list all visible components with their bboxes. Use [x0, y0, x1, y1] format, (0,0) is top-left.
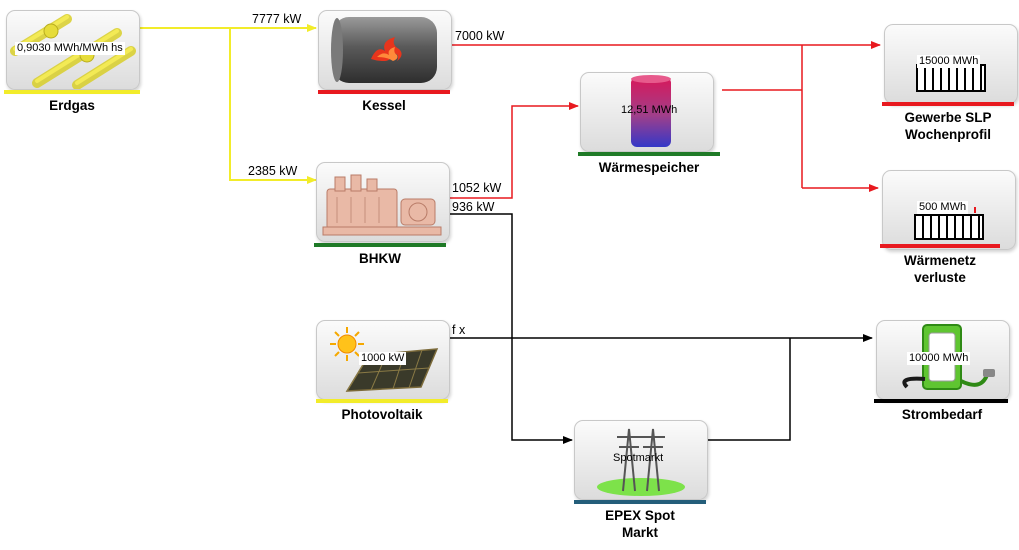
strombedarf-underline [874, 399, 1008, 403]
node-epex[interactable]: Spotmarkt [574, 420, 708, 500]
photovoltaik-label: Photovoltaik [341, 407, 423, 422]
erdgas-value: 0,9030 MWh/MWh hs [15, 42, 125, 55]
node-strombedarf[interactable]: 10000 MWh [876, 320, 1010, 400]
node-erdgas[interactable]: 0,9030 MWh/MWh hs [6, 10, 140, 90]
bhkw-underline [314, 243, 446, 247]
waermenetz-label-line2: verluste [914, 270, 966, 285]
power-pylon-icon [597, 428, 685, 496]
flow-label-bhkw-heat: 1052 kW [452, 181, 502, 195]
epex-label-line2: Markt [621, 525, 658, 540]
waermenetz-label-line1: Wärmenetz [903, 253, 976, 268]
power-line-bhkw-to-epex [448, 213, 573, 444]
flow-label-pv-power: f x [452, 323, 466, 337]
waermenetz-label: Wärmenetz verluste [860, 252, 1019, 286]
heat-line-bhkw-to-speicher [448, 102, 579, 199]
gewerbe-label-line2: Wochenprofil [905, 127, 991, 142]
waermespeicher-label: Wärmespeicher [598, 160, 700, 175]
epex-underline [574, 500, 706, 504]
gewerbe-label-line1: Gewerbe SLP [904, 110, 992, 125]
gas-line-to-bhkw [229, 28, 317, 184]
flow-label-gas-bhkw: 2385 kW [248, 164, 298, 178]
waermespeicher-underline [578, 152, 720, 156]
strombedarf-label: Strombedarf [901, 407, 983, 422]
waermespeicher-value: 12,51 MWh [621, 104, 678, 116]
chp-engine-icon [322, 174, 442, 236]
gewerbe-value: 15000 MWh [917, 55, 981, 68]
node-gewerbe[interactable]: 15000 MWh [884, 24, 1018, 104]
erdgas-label: Erdgas [49, 98, 95, 113]
power-line-epex-to-strombedarf [707, 338, 791, 441]
node-waermespeicher[interactable]: 12,51 MWh [580, 72, 714, 152]
node-waermenetz[interactable]: 500 MWh [882, 170, 1016, 250]
photovoltaik-underline [316, 399, 448, 403]
photovoltaik-value: 1000 kW [359, 352, 407, 365]
kessel-underline [318, 90, 450, 94]
epex-label-line1: EPEX Spot [605, 508, 675, 523]
erdgas-underline [4, 90, 140, 94]
radiator-icon [914, 207, 984, 240]
node-kessel[interactable] [318, 10, 452, 90]
gewerbe-underline [882, 102, 1014, 106]
epex-label: EPEX Spot Markt [560, 507, 720, 541]
waermenetz-underline [880, 244, 1000, 248]
gewerbe-label: Gewerbe SLP Wochenprofil [868, 109, 1019, 143]
strombedarf-value: 10000 MWh [907, 352, 971, 365]
waermenetz-value: 500 MWh [917, 201, 969, 214]
node-photovoltaik[interactable]: 1000 kW [316, 320, 450, 400]
bhkw-label: BHKW [359, 251, 401, 266]
flow-label-bhkw-power: 936 kW [452, 200, 495, 214]
flow-label-kessel-heat: 7000 kW [455, 29, 505, 43]
heat-storage-icon [631, 75, 671, 147]
node-bhkw[interactable] [316, 162, 450, 242]
flow-label-gas-kessel: 7777 kW [252, 12, 302, 26]
kessel-label: Kessel [362, 98, 406, 113]
epex-value: Spotmarkt [613, 452, 664, 464]
boiler-icon [331, 17, 437, 83]
